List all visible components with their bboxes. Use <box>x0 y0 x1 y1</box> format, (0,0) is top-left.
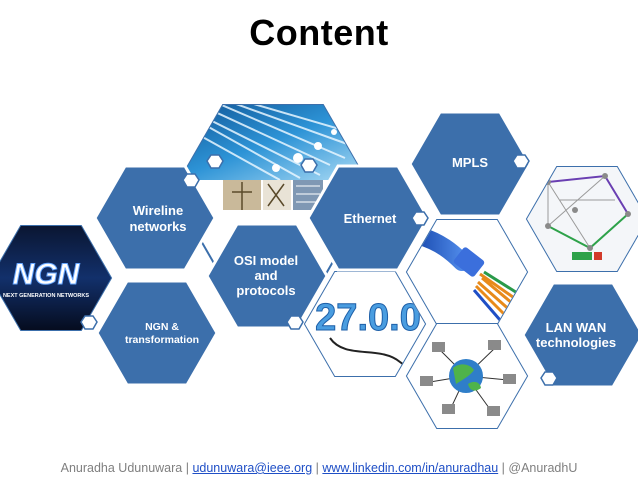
footer-separator: | <box>312 461 323 475</box>
connector-hex <box>80 315 98 330</box>
hex-mpls: MPLS <box>408 110 532 218</box>
hex-ethernet: Ethernet <box>306 164 430 272</box>
mpls-network-image-hex <box>525 166 638 272</box>
network-cable-image-hex <box>405 219 529 325</box>
ngn-transformation-label-line2: transformation <box>125 334 199 346</box>
connector-hex <box>286 315 304 330</box>
footer-email-link[interactable]: udunuwara@ieee.org <box>192 461 313 475</box>
connector-hex <box>411 211 429 226</box>
osi-label-line1: OSI model <box>234 253 298 268</box>
ethernet-label: Ethernet <box>344 211 397 226</box>
ip-address-text: 27.0.0 <box>315 297 421 339</box>
lan-network-image-hex <box>405 323 529 429</box>
osi-label-line2: and <box>254 268 277 283</box>
connector-hex <box>182 173 200 188</box>
wireline-label-line2: networks <box>129 219 186 234</box>
connector-hex <box>540 371 558 386</box>
hex-osi-model: OSI model and protocols <box>205 222 329 330</box>
connector-hex <box>206 154 224 169</box>
connector-hexagons <box>80 154 558 386</box>
ngn-transformation-label-line1: NGN & <box>145 321 179 333</box>
lanwan-label-line2: technologies <box>536 335 616 350</box>
connector-hex <box>512 154 530 169</box>
osi-label-line3: protocols <box>236 283 295 298</box>
lanwan-label-line1: LAN WAN <box>546 320 607 335</box>
ngn-logo-subtext: NEXT GENERATION NETWORKS <box>3 293 89 299</box>
connector-hex <box>300 158 318 173</box>
footer-separator: | <box>182 461 193 475</box>
footer-linkedin-link[interactable]: www.linkedin.com/in/anuradhau <box>322 461 499 475</box>
footer-author: Anuradha Udunuwara <box>60 461 183 475</box>
ngn-logo-text: NGN <box>13 258 81 291</box>
footer-handle: @AnuradhU <box>508 461 578 475</box>
ip-address-image-hex: 27.0.0 <box>303 271 427 377</box>
slide-title: Content <box>249 12 389 53</box>
footer: Anuradha Udunuwara | udunuwara@ieee.org … <box>0 461 638 475</box>
wireline-label-line1: Wireline <box>133 203 183 218</box>
hex-ngn-transformation: NGN & transformation <box>95 279 219 387</box>
ngn-logo-hex: NGN NEXT GENERATION NETWORKS <box>0 225 113 331</box>
mpls-label: MPLS <box>452 155 488 170</box>
footer-separator: | <box>498 461 509 475</box>
hex-wireline-networks: Wireline networks <box>93 164 217 272</box>
hex-lan-wan: LAN WAN technologies <box>521 281 638 389</box>
